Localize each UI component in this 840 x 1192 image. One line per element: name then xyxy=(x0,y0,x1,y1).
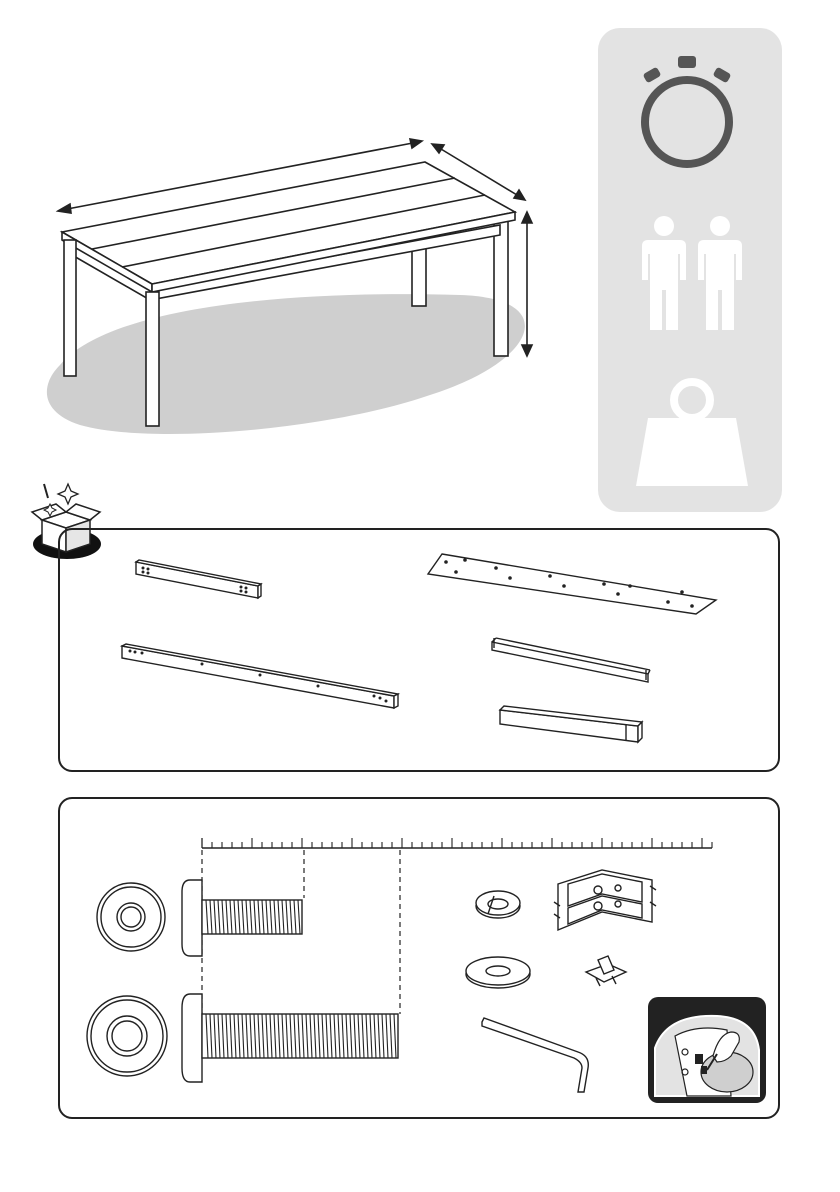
two-persons-icon xyxy=(636,214,748,334)
short-bolt-head-view xyxy=(97,883,165,951)
corner-bracket xyxy=(554,870,656,930)
spring-lock-washer xyxy=(476,891,520,918)
weight-icon xyxy=(630,378,754,494)
tabletop-board xyxy=(428,554,716,614)
assembly-info-sidebar xyxy=(598,28,782,512)
square-leg-beam xyxy=(500,706,642,742)
table-overview-illustration xyxy=(0,120,590,450)
long-bolt-head-view xyxy=(87,996,167,1076)
hardware-panel xyxy=(58,797,780,1119)
stopwatch-icon xyxy=(634,52,746,172)
floor-shadow xyxy=(47,294,525,434)
measuring-ruler xyxy=(202,838,712,848)
short-bolt xyxy=(182,880,302,956)
cross-support-bar xyxy=(492,638,650,682)
long-bolt xyxy=(182,994,398,1082)
fastening-clip xyxy=(586,956,626,986)
flat-washer xyxy=(466,957,530,988)
parts-panel xyxy=(58,528,780,772)
allen-key xyxy=(482,1018,588,1092)
magnifier-detail-icon xyxy=(647,996,767,1104)
height-dimension-arrow xyxy=(522,212,532,356)
parts-illustrations xyxy=(60,530,778,770)
short-side-rail xyxy=(136,560,261,598)
long-side-rail xyxy=(122,644,398,708)
